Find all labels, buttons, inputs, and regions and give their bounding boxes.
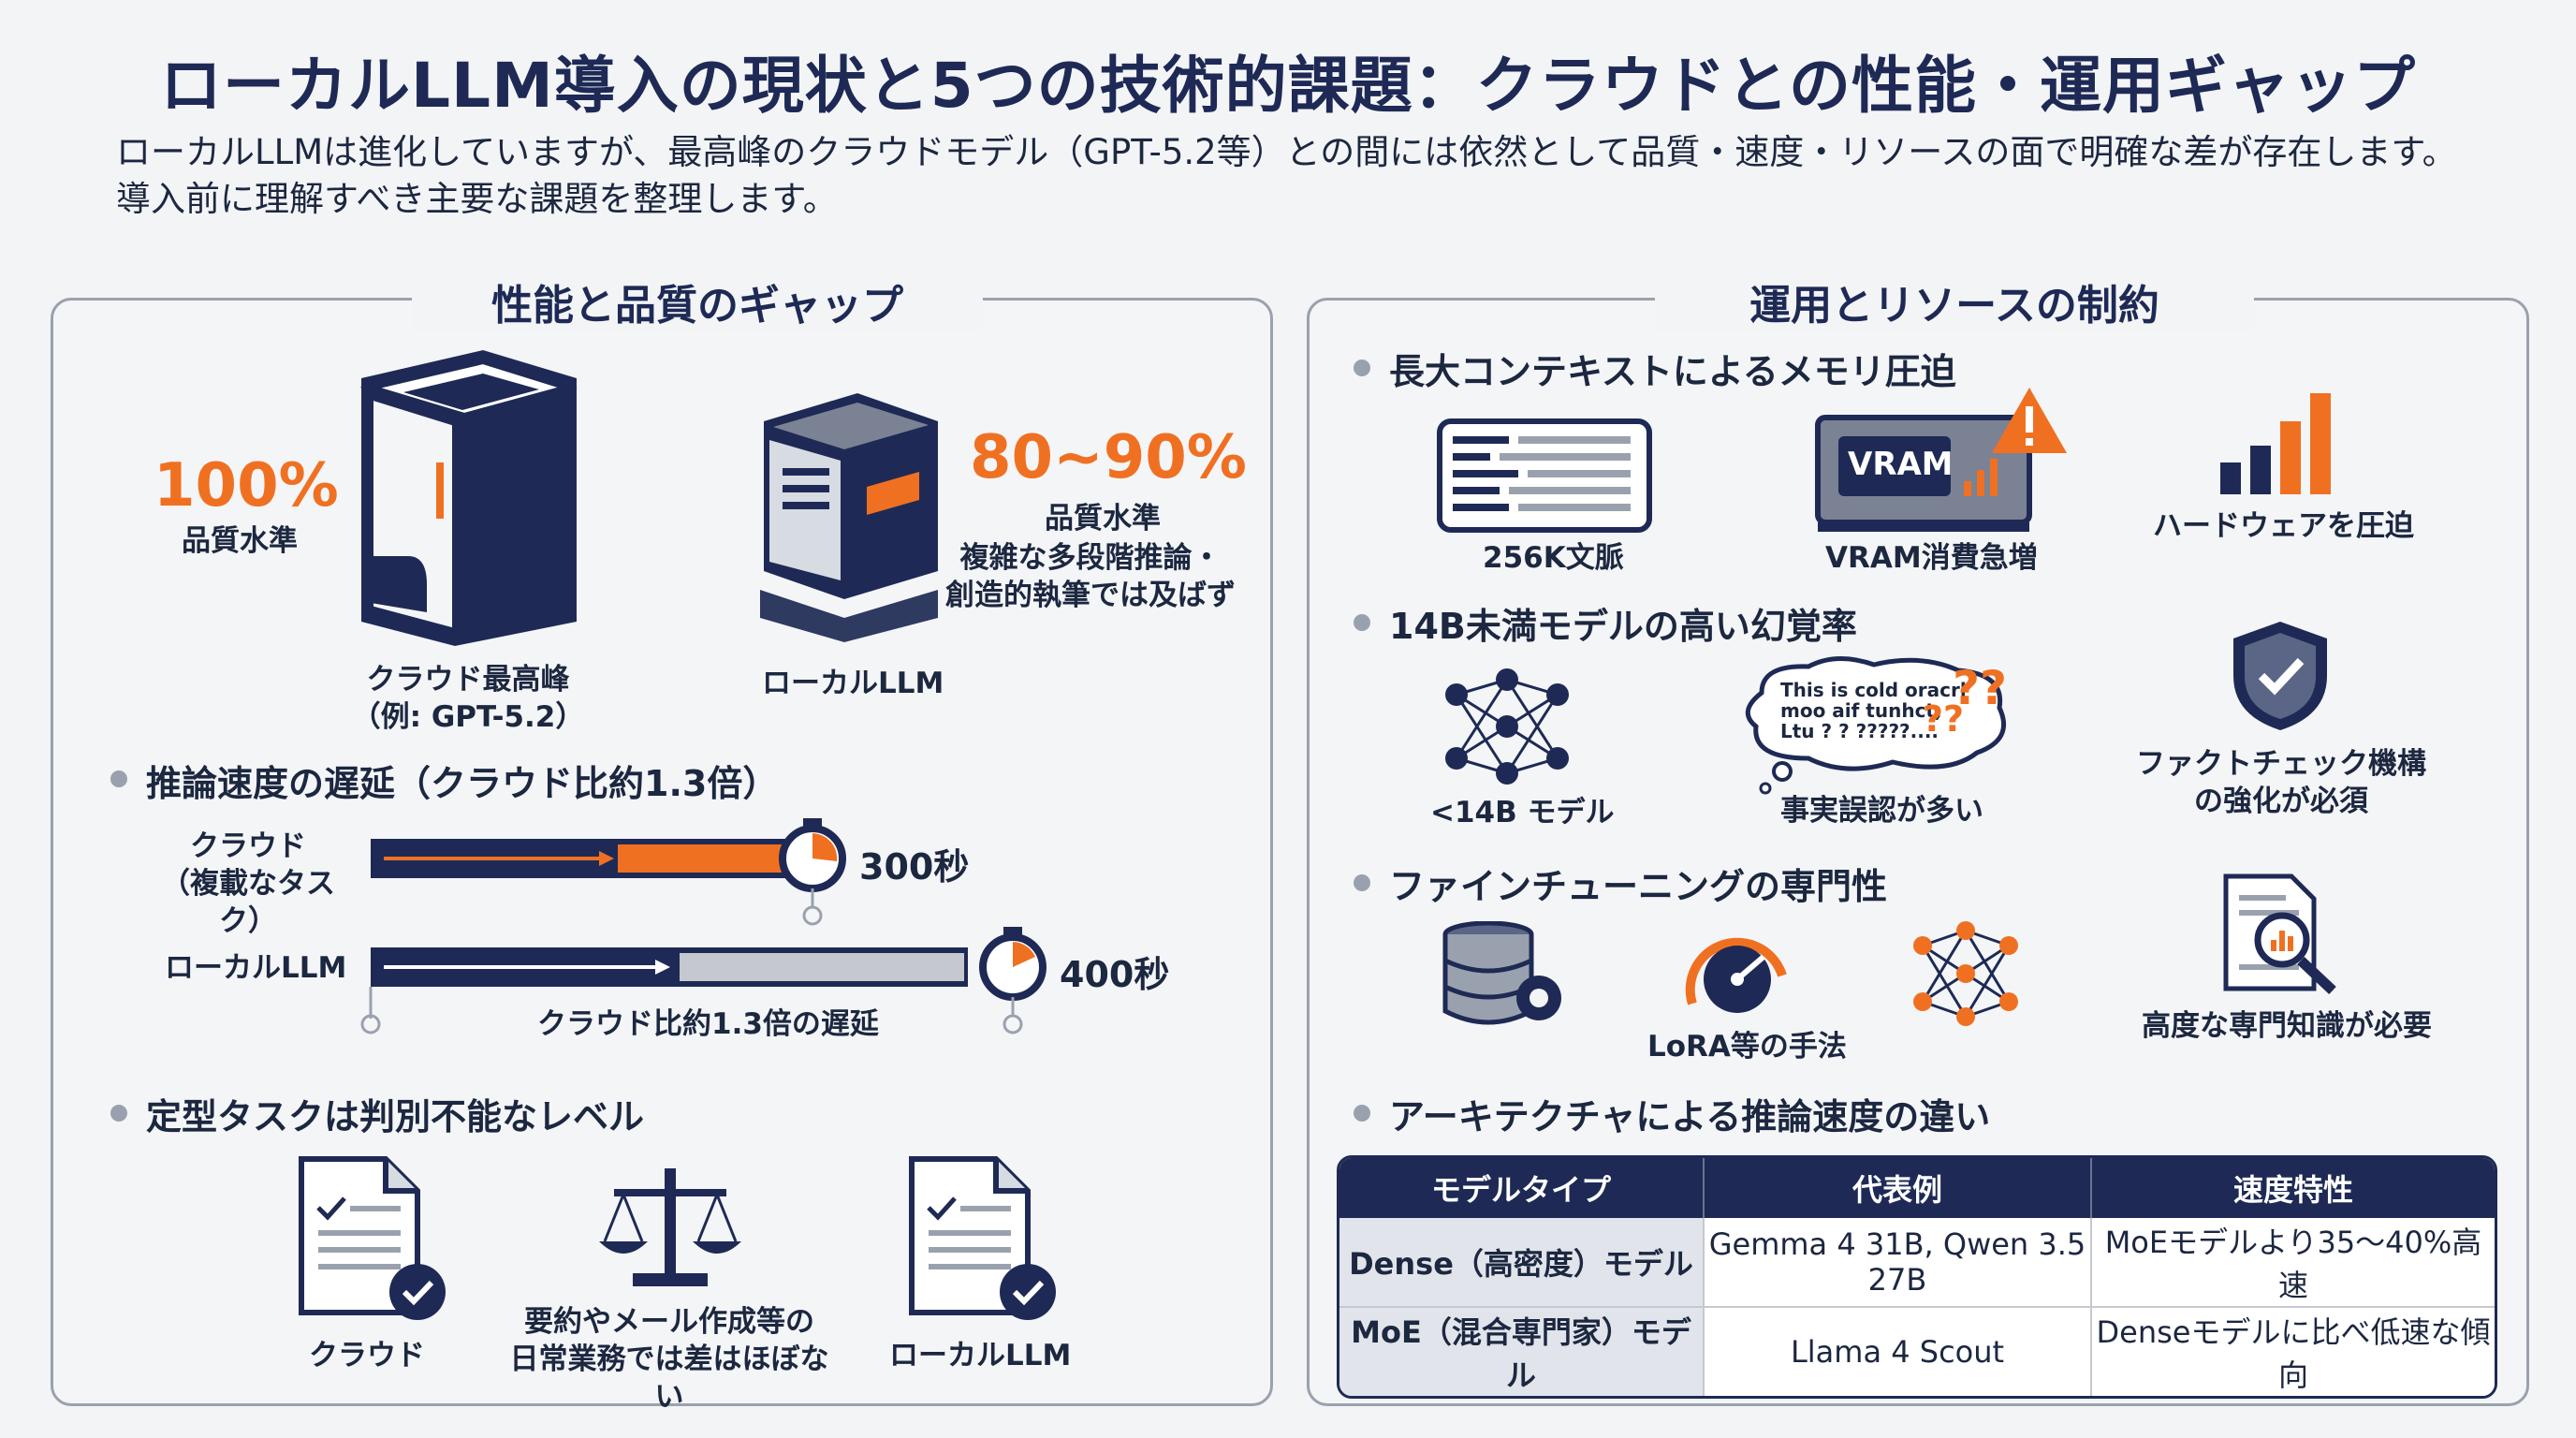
neural-network-icon [1445,668,1569,785]
cloud-server-name: クラウド最高峰 （例: GPT-5.2） [346,661,590,736]
speed-cloud-label-2: （複載なタスク） [161,867,335,938]
routine-heading: 定型タスクは判別不能なレベル [146,1096,645,1137]
local-note-line2: 創造的執筆では及ばず [945,579,1236,612]
table-cell: MoE（混合専門家）モデル [1339,1307,1705,1396]
fact-check-label: ファクトチェック機構 の強化が必須 [2127,745,2436,820]
routine-middle-line1: 要約やメール作成等の [524,1305,814,1339]
fact-check-line1: ファクトチェック機構 [2136,747,2426,781]
cloud-quality-label: 品質水準 [182,524,298,558]
right-panel-title: 運用とリソースの制約 [1655,271,2254,331]
table-cell: Denseモデルに比べ低速な傾向 [2091,1307,2495,1396]
question-marks-icon: ?? [1923,698,1965,740]
table-cell: Dense（高密度）モデル [1339,1218,1705,1308]
fact-check-line2: の強化が必須 [2194,785,2368,818]
left-panel-title: 性能と品質のギャップ [412,271,983,331]
cloud-server-name-line1: クラウド最高峰 [366,663,570,697]
thought-bubble-text: This is cold oracrl moo aif tunhct, Ltu … [1780,680,1967,741]
bullet-dot [1354,614,1370,631]
gauge-icon [1685,937,1787,1013]
bullet-dot [110,770,127,787]
neural-network-orange-icon [1913,921,2018,1026]
routine-middle-line2: 日常業務では差はほぼない [509,1343,829,1414]
local-document-check-icon [909,1156,1056,1320]
table-cell: Gemma 4 31B, Qwen 3.5 27B [1704,1218,2092,1308]
vram-warning-icon [1815,388,2067,532]
local-quality-percent: 80~90% [970,423,1247,492]
local-quality-label: 品質水準 [1045,502,1161,536]
local-note-line1: 複雑な多段階推論・ [959,541,1222,575]
context-label: 256K文脈 [1483,541,1624,575]
local-quality-note: 複雑な多段階推論・ 創造的執筆では及ばず [936,539,1245,614]
table-header: 代表例 [1704,1158,2092,1218]
bullet-dot [1354,874,1370,891]
memory-heading: 長大コンテキストによるメモリ圧迫 [1389,351,1956,392]
architecture-heading: アーキテクチャによる推論速度の違い [1389,1096,1991,1137]
subtitle-line-1: ローカルLLMは進化していますが、最高峰のクラウドモデル（GPT-5.2等）との… [116,132,2457,172]
document-search-icon [2223,873,2336,995]
routine-middle-text: 要約やメール作成等の 日常業務では差はほぼない [496,1303,842,1416]
context-document-icon [1437,418,1652,533]
bubble-line2: moo aif tunhct, [1780,699,1942,722]
page-title: ローカルLLM導入の現状と5つの技術的課題：クラウドとの性能・運用ギャップ [159,50,2417,122]
local-server-icon [760,393,938,642]
hallucination-heading: 14B未満モデルの高い幻覚率 [1389,606,1857,647]
cloud-quality-percent: 100% [154,451,339,521]
bullet-dot [1354,360,1370,376]
table-header-row: モデルタイプ 代表例 速度特性 [1339,1158,2495,1218]
table-header: 速度特性 [2091,1158,2495,1218]
cloud-server-name-line2: （例: GPT-5.2） [351,700,585,734]
shield-check-icon [2233,622,2327,730]
lora-label: LoRA等の手法 [1647,1030,1847,1064]
cloud-server-icon [359,350,578,646]
bullet-dot [110,1105,127,1122]
bullet-dot [1354,1105,1370,1122]
vram-label: VRAM消費急増 [1825,541,2038,575]
table-cell: MoEモデルより35〜40%高速 [2091,1218,2495,1308]
database-gear-icon [1442,921,1561,1025]
table-header: モデルタイプ [1339,1158,1705,1218]
scales-icon [599,1168,741,1286]
cloud-document-check-icon [299,1156,446,1320]
speed-bars [360,818,1046,1034]
small-model-label: <14B モデル [1430,796,1615,829]
routine-local-label: ローカルLLM [889,1339,1072,1372]
question-marks-icon: ?? [1953,661,2008,715]
table-cell: Llama 4 Scout [1704,1307,2092,1396]
subtitle: ローカルLLMは進化していますが、最高峰のクラウドモデル（GPT-5.2等）との… [116,129,2494,223]
architecture-table: モデルタイプ 代表例 速度特性 Dense（高密度）モデル Gemma 4 31… [1337,1155,2497,1399]
finetuning-heading: ファインチューニングの専門性 [1389,866,1888,907]
speed-cloud-label: クラウド （複載なタスク） [140,828,356,940]
speed-local-label: ローカルLLM [165,951,347,985]
bar-chart-icon [2220,393,2331,494]
local-server-name: ローカルLLM [762,667,944,700]
fact-error-label: 事実誤認が多い [1780,794,1983,828]
bubble-line1: This is cold oracrl [1780,679,1967,701]
thought-bubble-icon [1745,655,2006,795]
bubble-line3: Ltu ? ? ?????.... [1780,720,1939,742]
speed-local-time: 400秒 [1060,954,1170,995]
speed-cloud-time: 300秒 [859,846,970,888]
speed-caption: クラウド比約1.3倍の遅延 [537,1007,879,1041]
vram-text: VRAM [1848,446,1954,483]
hardware-label: ハードウェアを圧迫 [2153,509,2414,543]
subtitle-line-2: 導入前に理解すべき主要な課題を整理します。 [116,179,838,219]
routine-cloud-label: クラウド [309,1339,425,1372]
speed-heading: 推論速度の遅延（クラウド比約1.3倍） [146,763,779,804]
table-row: MoE（混合専門家）モデル Llama 4 Scout Denseモデルに比べ低… [1339,1307,2495,1396]
table-row: Dense（高密度）モデル Gemma 4 31B, Qwen 3.5 27B … [1339,1218,2495,1308]
expertise-label: 高度な専門知識が必要 [2142,1009,2432,1043]
speed-cloud-label-1: クラウド [190,829,306,863]
